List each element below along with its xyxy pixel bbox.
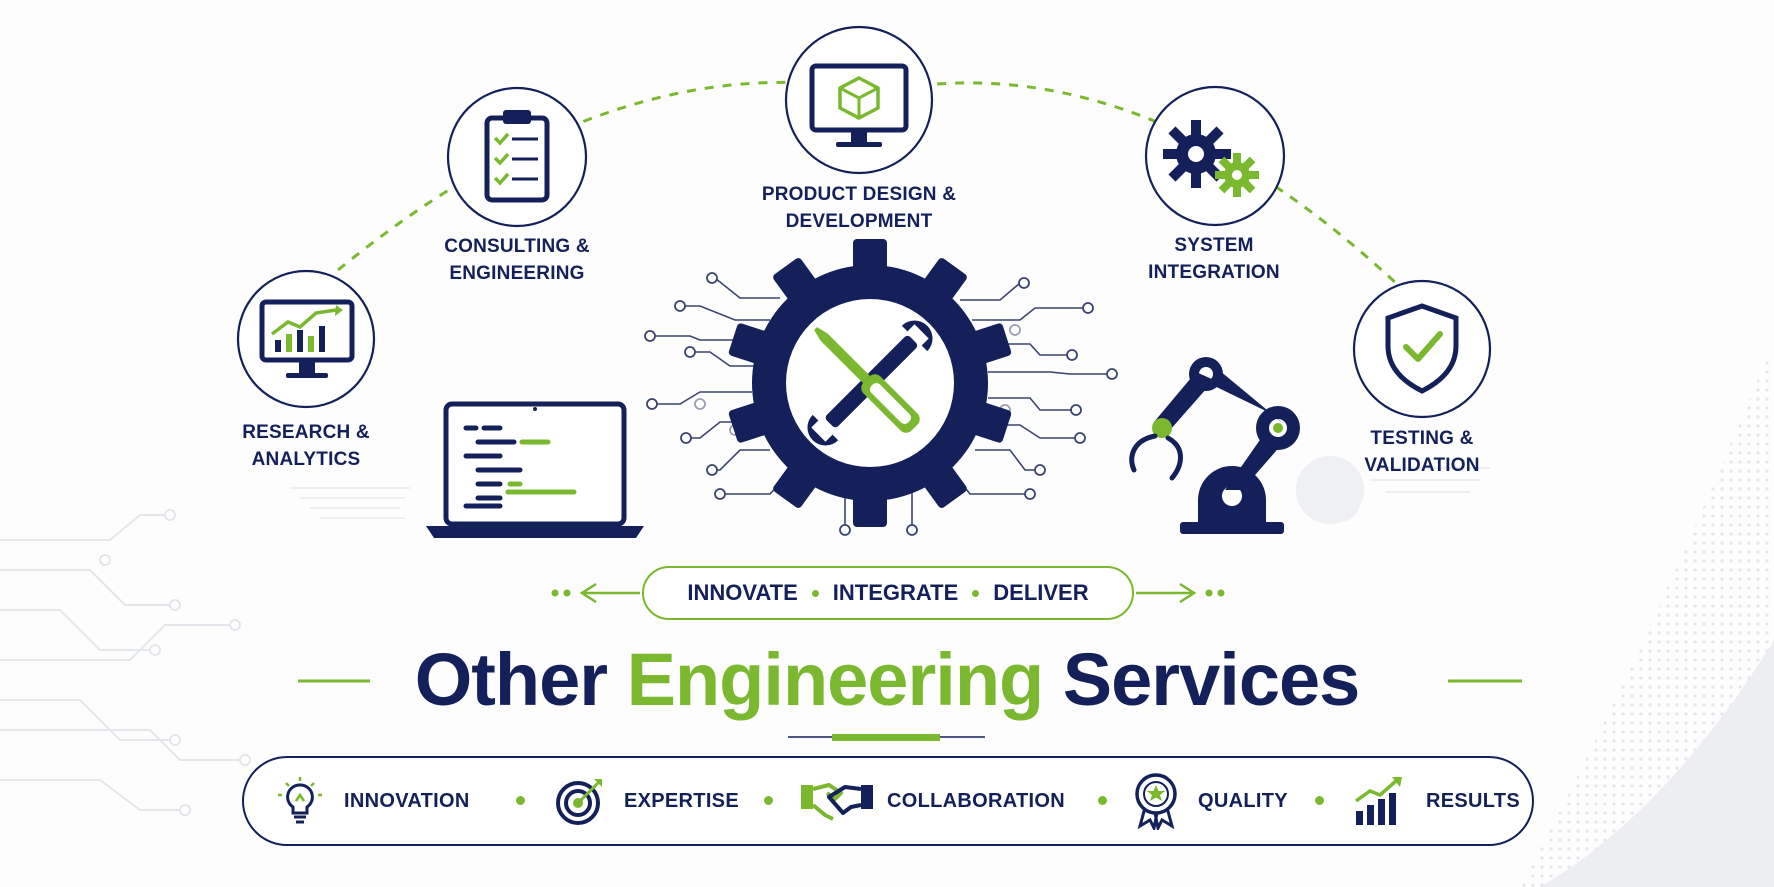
shield-check-icon [1385,303,1459,394]
product-design-node [784,25,934,175]
value-collaboration: COLLABORATION [799,758,1065,844]
values-bar: INNOVATION EXPERTISE COLLABORATION [242,756,1534,846]
page-title: Other Engineering Services [300,632,1474,728]
title-accent: Engineering [626,638,1045,721]
motto-dot [972,589,980,597]
motto-word: INNOVATE [687,580,798,605]
testing-validation-node [1352,279,1492,419]
laptop-code-icon [426,401,644,538]
research-analytics-node [236,269,376,409]
handshake-icon [801,783,873,821]
label-system-integration: SYSTEM INTEGRATION [1148,235,1280,283]
robot-arm-icon [1129,357,1364,534]
circuit-nodes [644,272,1118,536]
label-testing-validation: TESTING & VALIDATION [1364,428,1480,476]
growth-chart-icon [1354,777,1402,825]
value-results: RESULTS [1354,758,1520,844]
value-separator [1315,796,1324,805]
title-rules [298,679,1522,741]
gears-icon [1163,120,1259,197]
value-quality: QUALITY [1132,758,1288,844]
value-separator [764,796,773,805]
label-research-analytics: RESEARCH & ANALYTICS [242,422,370,470]
target-icon [556,779,602,825]
monitor-chart-icon [259,299,355,378]
motto-word: DELIVER [993,580,1089,605]
value-separator [1098,796,1107,805]
motto-pill: INNOVATE INTEGRATE DELIVER [642,566,1134,620]
lightbulb-icon [278,777,322,824]
value-expertise: EXPERTISE [554,758,739,844]
label-consulting-engineering: CONSULTING & ENGINEERING [444,236,590,284]
consulting-engineering-node [446,86,588,228]
award-badge-icon [1135,773,1177,830]
background-decoration [0,340,1774,887]
clipboard-checklist-icon [484,110,550,203]
value-separator [516,796,525,805]
motto-word: INTEGRATE [832,580,959,605]
monitor-cube-icon [809,63,909,147]
title-part: Services [1062,638,1360,721]
system-integration-node [1144,85,1286,227]
value-innovation: INNOVATION [274,758,470,844]
label-product-design: PRODUCT DESIGN & DEVELOPMENT [761,184,957,232]
gear-tools-icon [728,239,1012,527]
motto-arrows [551,582,1225,604]
motto-dot [811,589,819,597]
title-part: Other [414,638,608,721]
